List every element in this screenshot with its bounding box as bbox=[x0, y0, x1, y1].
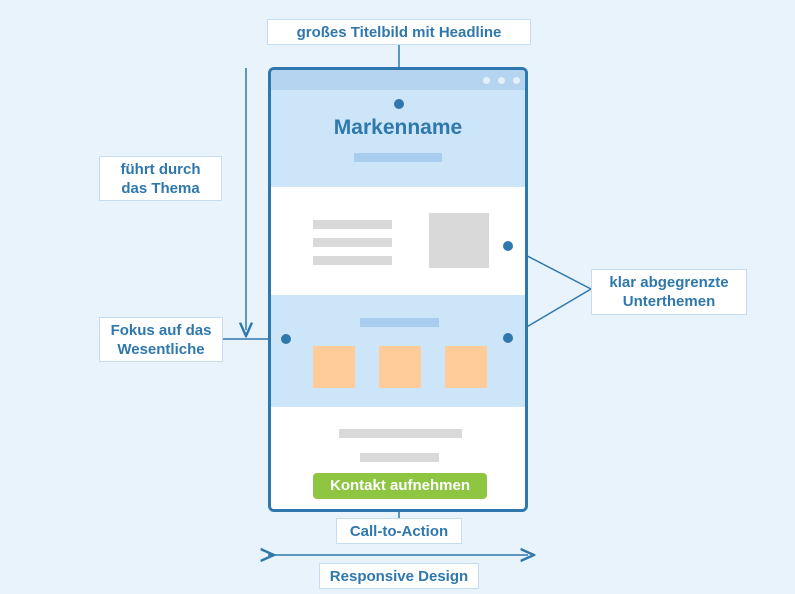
section-heading-placeholder bbox=[360, 318, 439, 327]
text-line-placeholder bbox=[339, 429, 462, 438]
tile-placeholder bbox=[313, 346, 355, 388]
image-placeholder bbox=[429, 213, 489, 268]
headline-label: großes Titelbild mit Headline bbox=[267, 19, 531, 45]
brand-name: Markenname bbox=[333, 116, 463, 139]
guides-label: führt durch das Thema bbox=[99, 156, 222, 201]
content-section-text-image bbox=[271, 187, 525, 295]
text-line-placeholder bbox=[313, 256, 392, 265]
subtopics-label: klar abgegrenzte Unterthemen bbox=[591, 269, 747, 315]
tile-placeholder bbox=[379, 346, 421, 388]
cta-label: Call-to-Action bbox=[336, 518, 462, 544]
contact-cta-button[interactable]: Kontakt aufnehmen bbox=[313, 473, 487, 499]
text-line-placeholder bbox=[313, 220, 392, 229]
text-line-placeholder bbox=[360, 453, 439, 462]
focus-label: Fokus auf das Wesentliche bbox=[99, 317, 223, 362]
hero-section: Markenname bbox=[271, 90, 525, 187]
hero-subline-placeholder bbox=[354, 153, 442, 162]
window-dot-icon bbox=[513, 77, 520, 84]
mobile-mockup: Markenname Kontakt aufnehmen bbox=[268, 67, 528, 512]
window-dot-icon bbox=[483, 77, 490, 84]
content-section-tiles bbox=[271, 295, 525, 407]
tile-placeholder bbox=[445, 346, 487, 388]
text-line-placeholder bbox=[313, 238, 392, 247]
window-dot-icon bbox=[498, 77, 505, 84]
responsive-design-label: Responsive Design bbox=[319, 563, 479, 589]
mockup-browser-bar bbox=[271, 70, 525, 90]
